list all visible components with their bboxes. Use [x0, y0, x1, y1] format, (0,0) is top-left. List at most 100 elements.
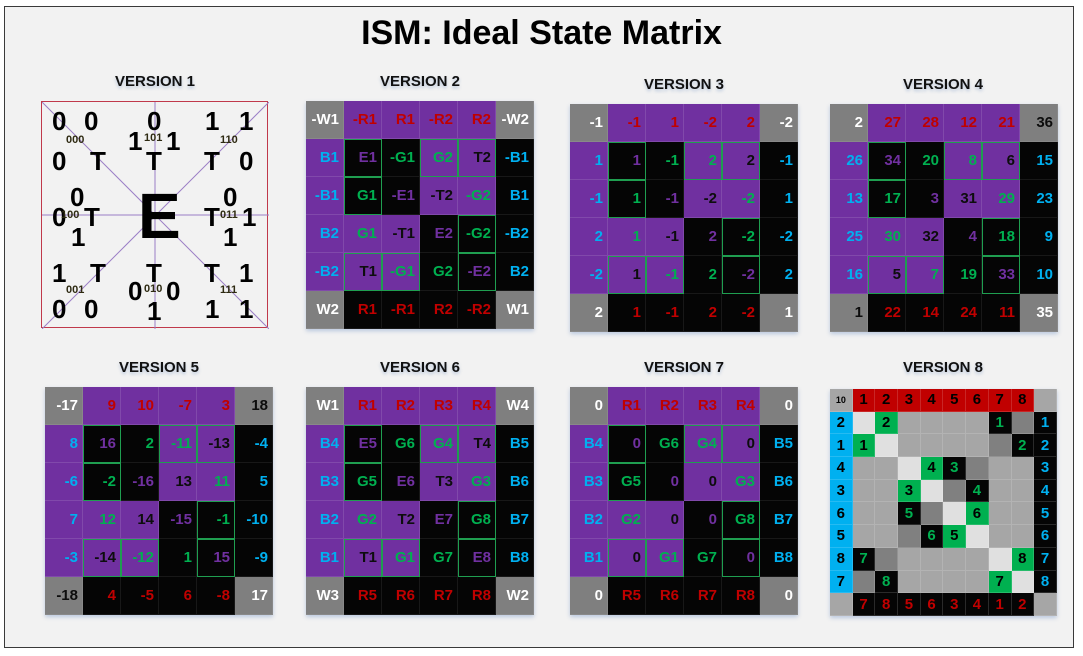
matrix-cell: G2	[420, 139, 458, 177]
matrix-cell	[920, 411, 944, 435]
matrix-cell: 6	[920, 593, 944, 616]
matrix-cell: -B1	[306, 177, 344, 215]
matrix-cell: 18	[982, 218, 1020, 256]
matrix-cell: 6	[982, 142, 1020, 180]
matrix-cell: B4	[306, 425, 344, 463]
v1-100-top: 0	[70, 182, 85, 212]
v1-000-code: 000	[66, 134, 85, 146]
v1-000-bl: 0	[52, 146, 67, 176]
matrix-cell: 7	[45, 501, 83, 539]
matrix-cell: G1	[344, 177, 382, 215]
matrix-cell	[852, 479, 876, 503]
matrix-cell: 0	[608, 425, 646, 463]
v1-011-left: T	[204, 202, 220, 232]
matrix-cell	[852, 457, 876, 480]
matrix-cell: W1	[496, 291, 534, 329]
matrix-cell	[898, 411, 921, 435]
matrix-cell: 5	[868, 256, 906, 294]
matrix-cell	[1011, 479, 1035, 503]
v1-000-tl: 0	[52, 106, 67, 136]
matrix-cell: -2	[570, 256, 608, 294]
matrix-cell: -2	[722, 256, 760, 294]
matrix-cell: 2	[875, 411, 899, 435]
matrix-cell: -1	[197, 501, 235, 539]
matrix-cell	[875, 547, 899, 571]
matrix-cell: G1	[646, 539, 684, 577]
version-6-label: VERSION 6	[379, 359, 461, 376]
matrix-cell: R7	[684, 577, 722, 615]
matrix-cell: 3	[943, 593, 967, 616]
v1-101-left: 1	[128, 126, 143, 156]
matrix-cell: 28	[906, 104, 944, 142]
matrix-cell: B2	[496, 253, 534, 291]
matrix-cell: B3	[306, 463, 344, 501]
matrix-cell: -11	[159, 425, 197, 463]
matrix-cell	[988, 547, 1012, 571]
matrix-cell: G7	[684, 539, 722, 577]
matrix-cell: 12	[944, 104, 982, 142]
v1-110-bl: T	[204, 146, 220, 176]
matrix-cell: G4	[420, 425, 458, 463]
v1-010-right: 0	[166, 276, 181, 306]
version-4-label: VERSION 4	[902, 76, 984, 93]
v1-001-tr: T	[90, 258, 106, 288]
matrix-cell: 10	[121, 387, 159, 425]
matrix-cell: 1	[1034, 411, 1057, 435]
matrix-cell: 5	[235, 463, 273, 501]
matrix-cell: R6	[382, 577, 420, 615]
matrix-cell	[988, 525, 1012, 548]
matrix-cell: W2	[306, 291, 344, 329]
matrix-cell: 3	[830, 479, 853, 503]
matrix-cell: 2	[722, 104, 760, 142]
matrix-cell: 32	[906, 218, 944, 256]
matrix-cell	[1011, 457, 1035, 480]
matrix-cell: W2	[496, 577, 534, 615]
matrix-cell: 8	[875, 593, 899, 616]
matrix-cell: 1	[988, 411, 1012, 435]
matrix-cell	[988, 502, 1012, 526]
v1-110-code: 110	[220, 134, 238, 146]
matrix-cell	[1011, 411, 1035, 435]
matrix-cell: 36	[1020, 104, 1058, 142]
matrix-cell: 1	[830, 294, 868, 332]
matrix-cell: R3	[420, 387, 458, 425]
matrix-cell: -W1	[306, 101, 344, 139]
matrix-cell: 20	[906, 142, 944, 180]
matrix-cell	[1034, 593, 1057, 616]
matrix-cell: 5	[943, 389, 967, 412]
matrix-cell	[988, 434, 1012, 458]
matrix-cell	[875, 502, 899, 526]
v1-000-tr: 0	[84, 106, 99, 136]
matrix-cell: G4	[684, 425, 722, 463]
matrix-cell: 29	[982, 180, 1020, 218]
matrix-cell: -R1	[344, 101, 382, 139]
v1-101-top: 0	[147, 106, 162, 136]
matrix-cell: 0	[760, 387, 798, 425]
matrix-cell: 5	[943, 525, 967, 548]
matrix-cell: G3	[722, 463, 760, 501]
matrix-cell: 8	[45, 425, 83, 463]
matrix-cell: 22	[868, 294, 906, 332]
matrix-cell: 2	[121, 425, 159, 463]
v1-110-tr: 1	[239, 106, 254, 136]
v1-010-left: 0	[128, 276, 143, 306]
v1-100-code: 100	[61, 209, 80, 221]
matrix-cell: B6	[760, 463, 798, 501]
matrix-cell: -B2	[496, 215, 534, 253]
matrix-cell: 10	[1020, 256, 1058, 294]
matrix-cell: -2	[722, 294, 760, 332]
matrix-cell: G6	[382, 425, 420, 463]
matrix-cell: -18	[45, 577, 83, 615]
v1-001-bl: 0	[52, 294, 67, 324]
matrix-cell: -7	[159, 387, 197, 425]
matrix-cell: 1	[760, 180, 798, 218]
matrix-cell: R4	[722, 387, 760, 425]
matrix-cell: 1	[988, 593, 1012, 616]
matrix-cell: -1	[646, 142, 684, 180]
matrix-cell: R1	[344, 387, 382, 425]
matrix-cell: 15	[1020, 142, 1058, 180]
version-1-label: VERSION 1	[114, 73, 196, 90]
